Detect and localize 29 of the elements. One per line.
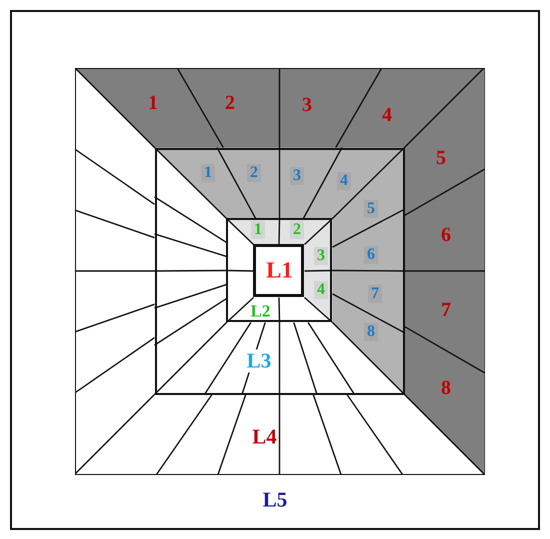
segment-number: 3 <box>290 167 304 185</box>
square-frame <box>226 218 332 322</box>
segment-number: 4 <box>314 281 328 299</box>
segment-number: 1 <box>148 93 158 113</box>
level-label: L3 <box>244 350 274 372</box>
segment-number: 4 <box>382 105 392 125</box>
segment-number: 3 <box>314 247 328 265</box>
segment-number: 6 <box>441 225 451 245</box>
segment-number: 8 <box>441 378 451 398</box>
segment-number: 4 <box>337 172 351 190</box>
square-frame <box>10 10 540 530</box>
level-label: L4 <box>252 426 277 447</box>
level-label: L5 <box>262 490 288 510</box>
segment-number: 2 <box>247 164 261 182</box>
segment-number: 5 <box>436 148 446 168</box>
segment-number: 7 <box>441 300 451 320</box>
segment-number: 1 <box>251 221 265 239</box>
segment-number: 1 <box>201 164 215 182</box>
segment-number: 8 <box>364 323 378 341</box>
level-label: L1 <box>266 258 293 281</box>
segment-number: 2 <box>290 221 304 239</box>
square-frame <box>154 148 404 394</box>
level-label: L2 <box>250 302 270 319</box>
segment-number: 7 <box>368 285 382 303</box>
segment-number: 3 <box>302 95 312 115</box>
segment-number: 2 <box>225 93 235 113</box>
segment-number: 6 <box>364 246 378 264</box>
square-frame <box>252 244 304 296</box>
segment-number: 5 <box>364 200 378 218</box>
